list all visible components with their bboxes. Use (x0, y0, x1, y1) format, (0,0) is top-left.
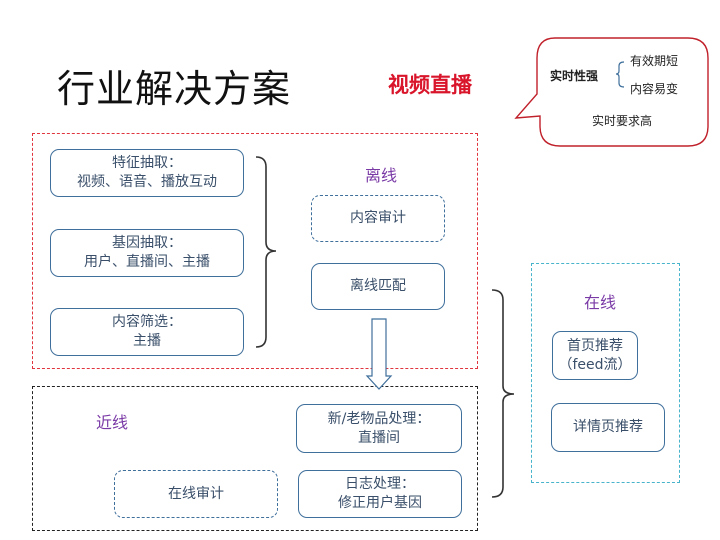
page-subtitle: 视频直播 (388, 73, 472, 97)
content-filter-text: 内容筛选： 主播 (112, 314, 182, 349)
content-filter-box: 内容筛选： 主播 (50, 308, 244, 356)
content-audit-box: 内容审计 (311, 195, 445, 242)
page-title: 行业解决方案 (57, 67, 292, 111)
online-region (531, 263, 680, 483)
offline-region (32, 133, 478, 369)
flow-brace (491, 289, 515, 498)
content-audit-text: 内容审计 (350, 210, 406, 226)
callout-label: 实时性强 (550, 69, 599, 83)
nearline-region (32, 386, 478, 531)
feature-extraction-text: 特征抽取： 视频、语音、播放互动 (77, 155, 217, 190)
offline-label: 离线 (365, 166, 398, 185)
offline-match-text: 离线匹配 (350, 278, 406, 294)
nearline-label: 近线 (96, 413, 129, 432)
feature-extraction-box: 特征抽取： 视频、语音、播放互动 (50, 149, 244, 197)
online-audit-box: 在线审计 (114, 470, 278, 518)
down-arrow-icon (365, 318, 393, 390)
callout-item: 内容易变 (630, 82, 679, 96)
gene-extraction-box: 基因抽取： 用户、直播间、主播 (50, 229, 244, 277)
callout-note: 实时要求高 (592, 114, 653, 128)
gene-extraction-text: 基因抽取： 用户、直播间、主播 (84, 235, 210, 270)
callout-outline (514, 37, 709, 147)
homepage-recommend-box: 首页推荐 （feed流） (552, 331, 638, 380)
callout-item: 有效期短 (630, 54, 679, 68)
online-label: 在线 (584, 293, 617, 312)
detail-recommend-text: 详情页推荐 (573, 419, 643, 435)
online-audit-text: 在线审计 (168, 485, 224, 502)
item-processing-text: 新/老物品处理： 直播间 (327, 410, 431, 446)
offline-match-box: 离线匹配 (311, 263, 445, 310)
item-processing-box: 新/老物品处理： 直播间 (296, 404, 462, 453)
log-processing-text: 日志处理： 修正用户基因 (338, 476, 422, 511)
homepage-recommend-text: 首页推荐 （feed流） (558, 337, 632, 373)
log-processing-box: 日志处理： 修正用户基因 (298, 470, 462, 518)
detail-recommend-box: 详情页推荐 (551, 403, 665, 452)
features-brace (255, 156, 277, 348)
callout-brace (615, 61, 625, 88)
